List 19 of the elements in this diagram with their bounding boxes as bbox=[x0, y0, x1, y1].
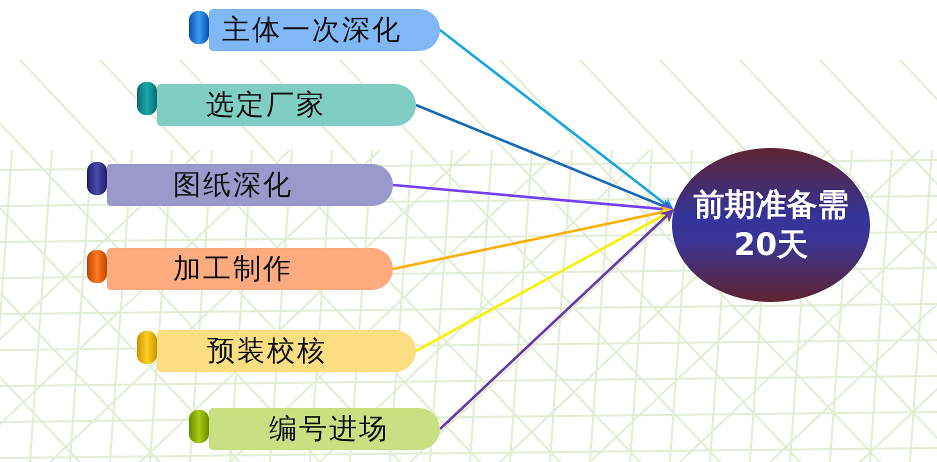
step-pill bbox=[209, 9, 440, 51]
arrow bbox=[392, 206, 674, 270]
step-pill bbox=[107, 248, 393, 290]
arrow bbox=[439, 28, 674, 212]
step-pill bbox=[157, 330, 416, 372]
step-pill bbox=[209, 408, 440, 450]
step-label: 选定厂家 bbox=[206, 87, 326, 123]
arrow bbox=[416, 104, 674, 212]
step-pill bbox=[107, 164, 393, 206]
summary-label: 前期准备需20天 bbox=[692, 186, 850, 265]
arrow bbox=[415, 208, 674, 352]
step-label: 图纸深化 bbox=[173, 167, 293, 203]
step-label: 编号进场 bbox=[269, 411, 389, 447]
arrow bbox=[392, 184, 674, 216]
step-pill bbox=[157, 84, 416, 126]
step-label: 预装校核 bbox=[207, 333, 327, 369]
arrow bbox=[439, 209, 674, 430]
step-label: 主体一次深化 bbox=[222, 12, 402, 48]
step-label: 加工制作 bbox=[173, 251, 293, 287]
